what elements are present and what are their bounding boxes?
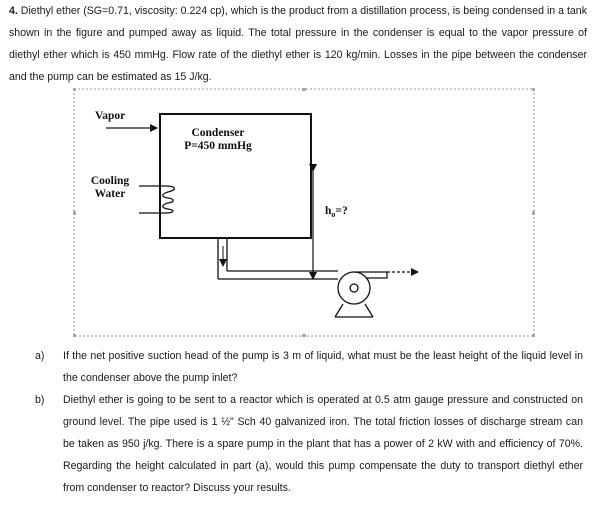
- pressure-label: P=450 mmHg: [184, 140, 252, 152]
- pump: [334, 271, 388, 318]
- condenser-label: Condenser: [191, 127, 244, 139]
- condenser-diagram: Vapor Condenser P=450 mmHg Cooling Water…: [73, 88, 535, 337]
- cooling-label-1: Cooling: [91, 175, 130, 187]
- question-text: If the net positive suction head of the …: [63, 350, 583, 384]
- cooling-label-2: Water: [95, 188, 126, 200]
- condenser-figure: Vapor Condenser P=450 mmHg Cooling Water…: [73, 88, 535, 337]
- condenser-tank: [159, 113, 312, 239]
- height-label: ho=?: [325, 205, 348, 219]
- problem-intro-text: Diethyl ether (SG=0.71, viscosity: 0.224…: [9, 5, 587, 83]
- question-text: Diethyl ether is going to be sent to a r…: [63, 394, 583, 494]
- problem-statement: 4. Diethyl ether (SG=0.71, viscosity: 0.…: [9, 0, 587, 88]
- question-label: b): [35, 394, 45, 406]
- cooling-coil: [162, 185, 176, 214]
- question-label: a): [35, 350, 45, 362]
- vapor-label: Vapor: [95, 110, 125, 122]
- problem-number: 4.: [9, 5, 18, 17]
- frame-handles: [73, 88, 535, 337]
